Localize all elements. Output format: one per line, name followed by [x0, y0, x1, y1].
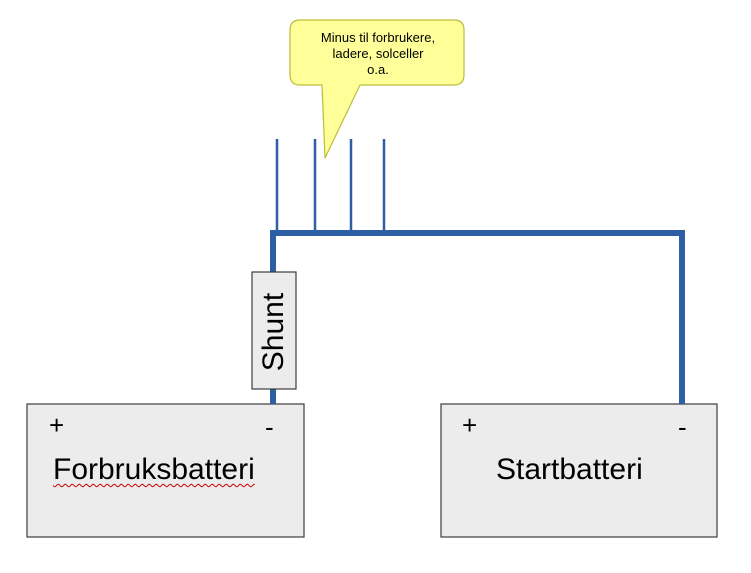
callout-line-3: o.a.: [367, 62, 389, 77]
negative-bus-wire: [270, 230, 685, 404]
startbatteri-box: [440, 403, 718, 538]
callout-text: Minus til forbrukere, ladere, solceller …: [298, 30, 458, 78]
shunt-box: [251, 271, 297, 390]
forbruksbatteri-plus: +: [49, 410, 65, 440]
startbatteri-plus: +: [462, 410, 478, 440]
forbruksbatteri-box: [26, 403, 305, 538]
startbatteri-name: Startbatteri: [496, 453, 643, 486]
callout-line-1: Minus til forbrukere,: [320, 30, 436, 45]
forbruksbatteri-minus: -: [265, 412, 274, 442]
startbatteri-minus: -: [678, 412, 687, 442]
callout-line-2: ladere, solceller: [332, 46, 424, 61]
forbruksbatteri-name: Forbruksbatteri: [53, 453, 255, 486]
callout-bubble: [289, 19, 465, 159]
startbatteri-label: Startbatteri: [496, 455, 643, 485]
shunt-label: Shunt: [257, 292, 290, 372]
forbruksbatteri-label: Forbruksbatteri: [53, 455, 255, 485]
